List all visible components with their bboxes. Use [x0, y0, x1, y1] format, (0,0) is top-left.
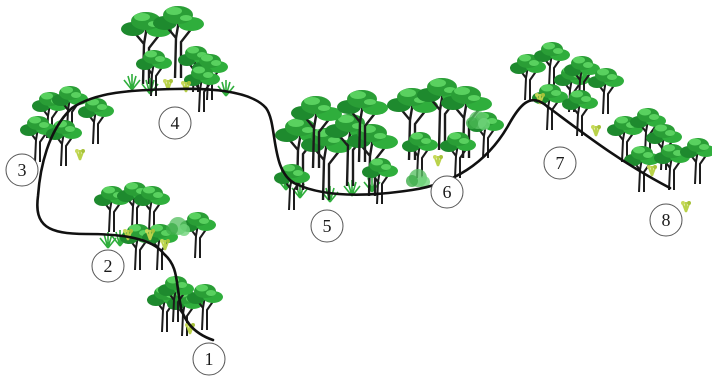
site-marker-4: 4 — [158, 106, 192, 140]
site-marker-4-label: 4 — [171, 113, 180, 133]
site-marker-8: 8 — [649, 203, 683, 237]
site-marker-5-label: 5 — [323, 216, 332, 236]
site-marker-2-label: 2 — [104, 256, 113, 276]
site-markers: 1 2 3 4 5 6 7 8 — [5, 106, 683, 376]
site-marker-6: 6 — [430, 175, 464, 209]
site-marker-1: 1 — [192, 342, 226, 376]
site-marker-5: 5 — [310, 209, 344, 243]
site-marker-6-label: 6 — [443, 182, 452, 202]
site-marker-3: 3 — [5, 153, 39, 187]
site-marker-2: 2 — [91, 249, 125, 283]
site-marker-7-label: 7 — [556, 153, 565, 173]
site-marker-7: 7 — [543, 146, 577, 180]
trail-path — [36, 87, 672, 342]
site-marker-3-label: 3 — [18, 160, 27, 180]
site-marker-8-label: 8 — [662, 210, 671, 230]
vegetation — [19, 4, 712, 337]
site-marker-1-label: 1 — [205, 349, 214, 369]
